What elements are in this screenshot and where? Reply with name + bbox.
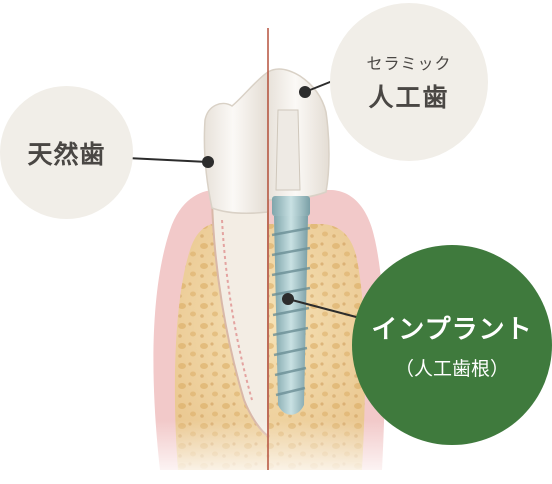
natural-tooth-crown bbox=[203, 70, 269, 214]
ceramic-crown-label: セラミック 人工歯 bbox=[330, 3, 488, 161]
natural-tooth-text: 天然歯 bbox=[27, 139, 106, 169]
ceramic-sub-text: セラミック bbox=[366, 54, 452, 73]
implant-main-text: インプラント bbox=[371, 315, 533, 345]
implant-fixture bbox=[271, 196, 311, 415]
ceramic-main-text: 人工歯 bbox=[368, 83, 450, 112]
natural-tooth-label: 天然歯 bbox=[0, 86, 133, 219]
implant-label: インプラント （人工歯根） bbox=[352, 245, 552, 445]
leader-implant bbox=[287, 298, 361, 319]
implant-sub-text: （人工歯根） bbox=[394, 358, 509, 380]
leader-natural bbox=[125, 157, 209, 163]
implant-abutment bbox=[275, 109, 301, 191]
